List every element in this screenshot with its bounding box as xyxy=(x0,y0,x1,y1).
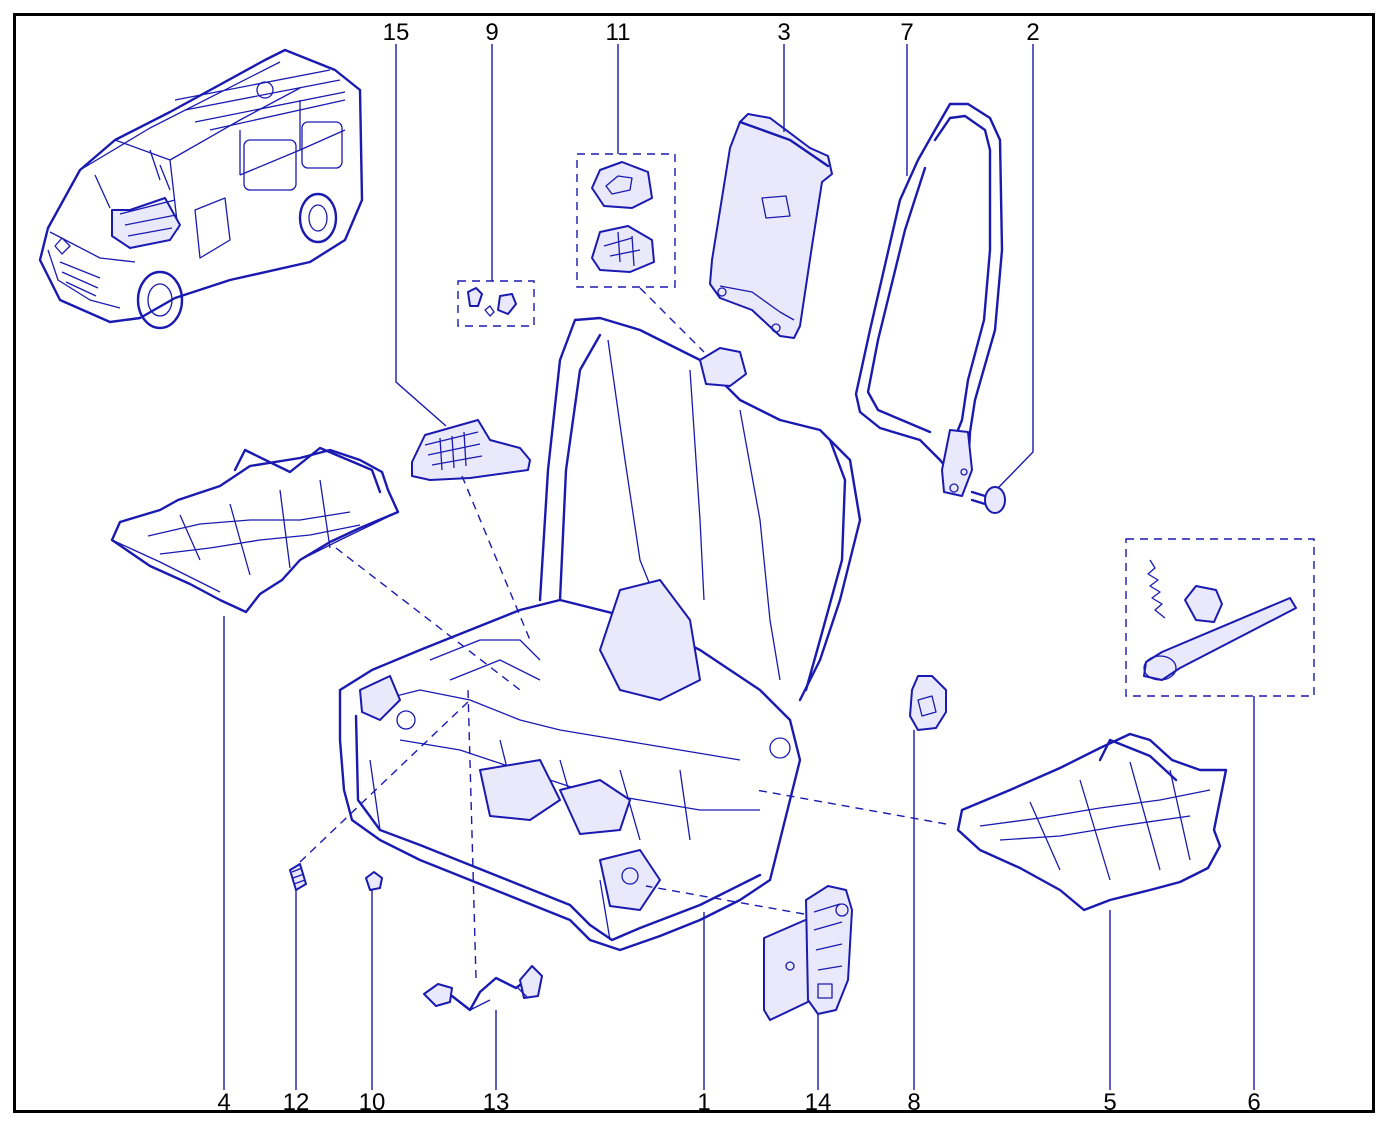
callout-1: 1 xyxy=(697,1089,710,1116)
callout-6: 6 xyxy=(1247,1089,1260,1116)
vehicle-locator-illustration xyxy=(38,48,364,330)
part-9-clip-kit xyxy=(457,280,535,327)
part-5-seat-spring-frame-right xyxy=(956,732,1228,912)
callout-13: 13 xyxy=(483,1089,510,1116)
part-15-bracket xyxy=(411,419,531,481)
callout-2: 2 xyxy=(1026,19,1039,46)
part-12-clip xyxy=(289,863,307,891)
part-2-screw xyxy=(970,486,1006,514)
callout-3: 3 xyxy=(777,19,790,46)
part-13-wiring-harness xyxy=(423,965,543,1012)
part-14-lock-mechanism xyxy=(763,885,853,1021)
callout-leaders xyxy=(223,44,1255,1090)
part-4-seat-spring-frame-left xyxy=(110,446,400,614)
part-7-backrest-tube-frame xyxy=(854,102,1004,497)
callout-14: 14 xyxy=(805,1089,832,1116)
callout-9: 9 xyxy=(485,19,498,46)
callout-15: 15 xyxy=(383,19,410,46)
part-8-knob xyxy=(909,675,947,731)
part-3-back-panel xyxy=(709,113,833,339)
callout-labels: 15 9 11 3 7 2 4 12 10 13 1 14 8 5 6 xyxy=(217,19,1260,1116)
callout-4: 4 xyxy=(217,1089,230,1116)
callout-12: 12 xyxy=(283,1089,310,1116)
part-6-spring-kit xyxy=(1125,538,1315,697)
callout-8: 8 xyxy=(907,1089,920,1116)
part-1-main-seat-frame xyxy=(338,316,862,952)
callout-10: 10 xyxy=(359,1089,386,1116)
callout-5: 5 xyxy=(1103,1089,1116,1116)
part-10-grommet xyxy=(365,871,383,891)
part-11-cover-kit xyxy=(576,153,676,288)
diagram-frame xyxy=(13,13,1375,1113)
callout-7: 7 xyxy=(900,19,913,46)
callout-11: 11 xyxy=(606,19,631,46)
